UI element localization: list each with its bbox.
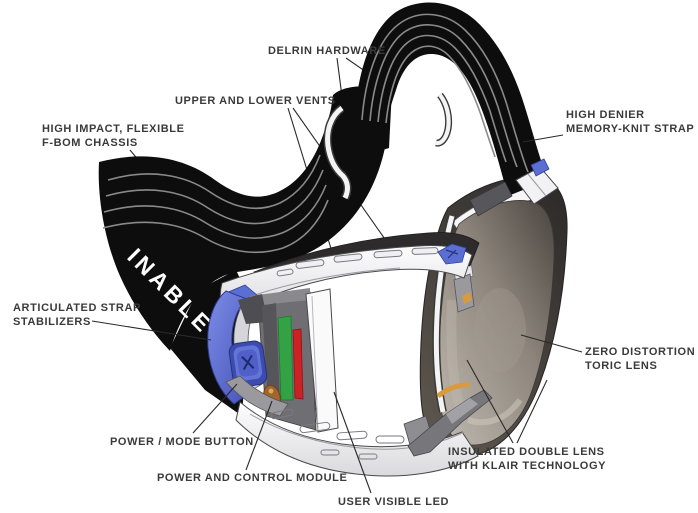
label-strap-line1: HIGH DENIER — [566, 109, 645, 121]
battery-red-cell — [292, 328, 304, 400]
hinge-facet — [446, 398, 478, 424]
button-logo-icon — [241, 354, 255, 371]
label-toric-line2: TORIC LENS — [585, 360, 657, 372]
clip-left-icon — [325, 105, 350, 200]
leader-power-button — [192, 383, 238, 434]
insulation-orange-arc — [436, 382, 471, 398]
leader-insulated-right — [516, 379, 548, 444]
cavity-inner-panel — [262, 303, 280, 408]
cutaway-interior — [228, 288, 339, 433]
leader-lines-over — [91, 134, 583, 494]
label-stabilizers-line1: ARTICULATED STRAP — [13, 302, 141, 314]
bottom-frame-band — [235, 401, 479, 477]
label-upper-lower-vents: UPPER AND LOWER VENTS — [175, 95, 336, 107]
connector-fold-line — [527, 173, 547, 197]
label-chassis-line2: F-BOM CHASSIS — [42, 137, 138, 149]
clip-right-icon — [435, 93, 451, 146]
connector-shadow-wedge — [469, 181, 513, 217]
strap-connector — [469, 158, 559, 217]
stabilizer-blue-arc — [207, 290, 252, 405]
delrin-clips — [323, 92, 453, 200]
strap-stripes — [102, 13, 529, 254]
cut-edge-line — [311, 295, 319, 431]
lens-orange-accent — [462, 292, 472, 304]
chassis-cut-edge — [305, 288, 339, 433]
label-delrin-hardware: DELRIN HARDWARE — [268, 45, 386, 57]
label-insulated-line1: INSULATED DOUBLE LENS — [448, 446, 605, 458]
hinge-bar — [403, 382, 493, 457]
strap-left-band — [98, 89, 391, 351]
leader-stabilizers — [91, 320, 212, 341]
cavity-dark-wedge — [238, 294, 268, 324]
cavity-top-wedge — [250, 288, 310, 306]
upper-vent-slots — [276, 247, 439, 277]
label-toric-line1: ZERO DISTORTION — [585, 346, 695, 358]
lens-assembly — [419, 176, 568, 457]
power-mode-button — [228, 340, 268, 388]
label-chassis-line1: HIGH IMPACT, FLEXIBLE — [42, 123, 185, 135]
chassis-blue-clip-detail — [445, 249, 459, 259]
leader-insulated-left — [466, 359, 514, 444]
label-insulated-line2: WITH KLAIR TECHNOLOGY — [448, 460, 606, 472]
leader-strap — [522, 134, 564, 143]
lens-sheen — [474, 288, 526, 372]
strap-arch — [355, 2, 548, 196]
label-led: USER VISIBLE LED — [338, 496, 449, 508]
lens-highlight-streak-2 — [446, 299, 465, 410]
labels: DELRIN HARDWARE UPPER AND LOWER VENTS HI… — [13, 45, 695, 508]
pcb-green-board — [277, 315, 294, 401]
lens-highlight-streak — [467, 398, 523, 426]
label-strap-line2: MEMORY-KNIT STRAP — [566, 123, 694, 135]
label-power-button: POWER / MODE BUTTON — [110, 436, 254, 448]
leader-led — [333, 391, 372, 494]
leader-toric-lens — [520, 334, 583, 353]
chassis-edge-line — [239, 267, 401, 301]
lens-bracket — [453, 273, 475, 313]
label-control-module: POWER AND CONTROL MODULE — [157, 472, 347, 484]
bottom-band-surface — [235, 401, 479, 477]
leader-control-module — [245, 400, 273, 471]
label-stabilizers-line2: STABILIZERS — [13, 316, 91, 328]
module-screw — [267, 387, 275, 395]
connector-blue-clip — [530, 158, 550, 177]
